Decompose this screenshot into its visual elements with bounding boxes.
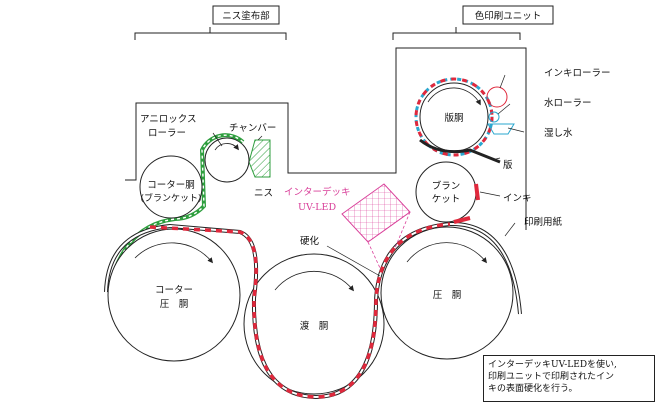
plate-label: 版 xyxy=(503,159,513,171)
explanation-note: インターデッキUV-LEDを使い, 印刷ユニットで印刷されたイン キの表面硬化を… xyxy=(483,355,655,402)
chamber-doctor xyxy=(248,139,271,178)
ink-roller-label: インキローラー xyxy=(544,68,611,79)
blanket-label-2: ケット xyxy=(432,194,461,205)
coater-cylinder-label: コーター胴 xyxy=(147,180,195,191)
water-roller-label: 水ローラー xyxy=(544,97,592,109)
printing-section-title: 色印刷ユニット xyxy=(475,10,542,22)
anilox-label-1: アニロックス xyxy=(140,114,197,125)
impression-cylinder-label: 圧 胴 xyxy=(433,290,462,301)
note-line-2: 印刷ユニットで印刷されたイン xyxy=(488,372,615,382)
impression-cylinder xyxy=(380,226,514,360)
varnish-section-title: ニス塗布部 xyxy=(222,10,270,22)
note-line-3: キの表面硬化を行う。 xyxy=(488,384,578,394)
plate-cylinder-label: 版胴 xyxy=(444,112,463,124)
uv-led-lamp xyxy=(341,183,411,243)
anilox-label-2: ローラー xyxy=(148,128,186,139)
fountain-label: 湿し水 xyxy=(544,127,573,139)
leader-lines xyxy=(212,74,525,277)
uv-label-1: インターデッキ xyxy=(284,186,351,198)
ink-roller xyxy=(486,86,508,108)
cure-label: 硬化 xyxy=(300,235,320,247)
coater-cylinder xyxy=(139,155,203,219)
transfer-drum-label: 渡 胴 xyxy=(300,320,329,332)
fountain-tray xyxy=(487,123,515,135)
chamber-label: チャンバー xyxy=(229,123,276,134)
coater-cylinder-sublabel: (ブランケット) xyxy=(140,192,201,204)
printing-section-header: 色印刷ユニット xyxy=(392,5,554,40)
water-roller xyxy=(488,111,500,123)
paper-label: 印刷用紙 xyxy=(524,216,563,228)
machine-frame xyxy=(125,47,527,230)
note-line-1: インターデッキUV-LEDを使い, xyxy=(488,360,617,370)
ink-label: インキ xyxy=(503,193,532,204)
varnish-label: ニス xyxy=(254,188,273,199)
blanket-cylinder xyxy=(415,161,477,223)
anilox-roller xyxy=(204,137,250,183)
coater-impression-label-2: 圧 胴 xyxy=(160,299,189,310)
varnish-section-header: ニス塗布部 xyxy=(134,5,287,40)
coater-impression-label-1: コーター xyxy=(155,285,193,296)
blanket-label-1: ブラン xyxy=(432,180,461,192)
uv-label-2: UV-LED xyxy=(298,202,336,213)
